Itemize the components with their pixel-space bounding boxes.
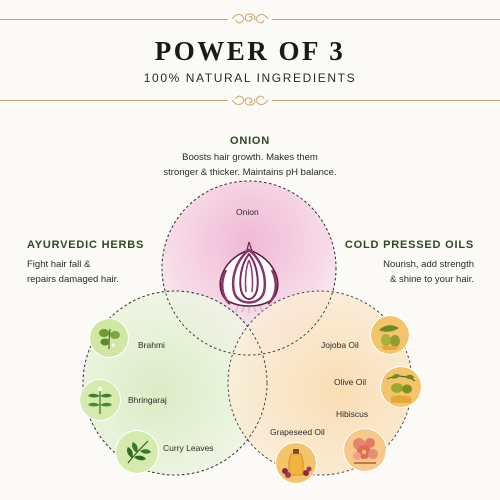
jojoba-icon [371, 316, 409, 354]
grapeseed-oil-label: Grapeseed Oil [270, 427, 325, 437]
olive-oil-label: Olive Oil [334, 377, 367, 387]
bottom-ornament-icon [231, 95, 269, 106]
bottom-rule-left [0, 100, 228, 101]
page-subtitle: 100% NATURAL INGREDIENTS [143, 71, 357, 85]
curry-leaves-label: Curry Leaves [163, 443, 214, 453]
onion-heading: ONION [229, 135, 271, 147]
hibiscus-label: Hibiscus [336, 409, 369, 419]
brahmi-label: Brahmi [138, 340, 165, 350]
oils-description-line2: & shine to your hair. [390, 274, 474, 285]
jojoba-oil-badge [370, 315, 410, 355]
bhringaraj-badge [79, 379, 121, 421]
curry-leaf-icon [116, 431, 158, 473]
jojoba-oil-label: Jojoba Oil [321, 340, 359, 350]
top-rule-left [0, 19, 228, 20]
brahmi-leaf-icon [90, 319, 128, 357]
oils-description-line1: Nourish, add strength [383, 259, 474, 270]
grapeseed-oil-badge [275, 442, 317, 484]
top-rule-right [272, 19, 500, 20]
olive-icon [381, 367, 421, 407]
grapeseed-bottle-icon [276, 443, 316, 483]
oils-heading: COLD PRESSED OILS [344, 239, 474, 251]
onion-icon [219, 241, 279, 313]
bhringaraj-label: Bhringaraj [128, 395, 167, 405]
onion-description-line1: Boosts hair growth. Makes them [182, 152, 318, 163]
top-ornament-icon [231, 13, 269, 24]
herbs-description-line1: Fight hair fall & [27, 259, 91, 270]
bhringaraj-leaf-icon [80, 380, 120, 420]
herbs-heading: AYURVEDIC HERBS [27, 239, 145, 251]
olive-oil-badge [380, 366, 422, 408]
brahmi-badge [89, 318, 129, 358]
onion-description-line2: stronger & thicker. Maintains pH balance… [163, 167, 337, 178]
hibiscus-badge [343, 428, 387, 472]
herbs-description-line2: repairs damaged hair. [27, 274, 119, 285]
hibiscus-flower-icon [344, 429, 386, 471]
page-title: POWER OF 3 [154, 36, 346, 66]
curry-leaves-badge [115, 430, 159, 474]
onion-label: Onion [236, 207, 259, 217]
bottom-rule-right [272, 100, 500, 101]
